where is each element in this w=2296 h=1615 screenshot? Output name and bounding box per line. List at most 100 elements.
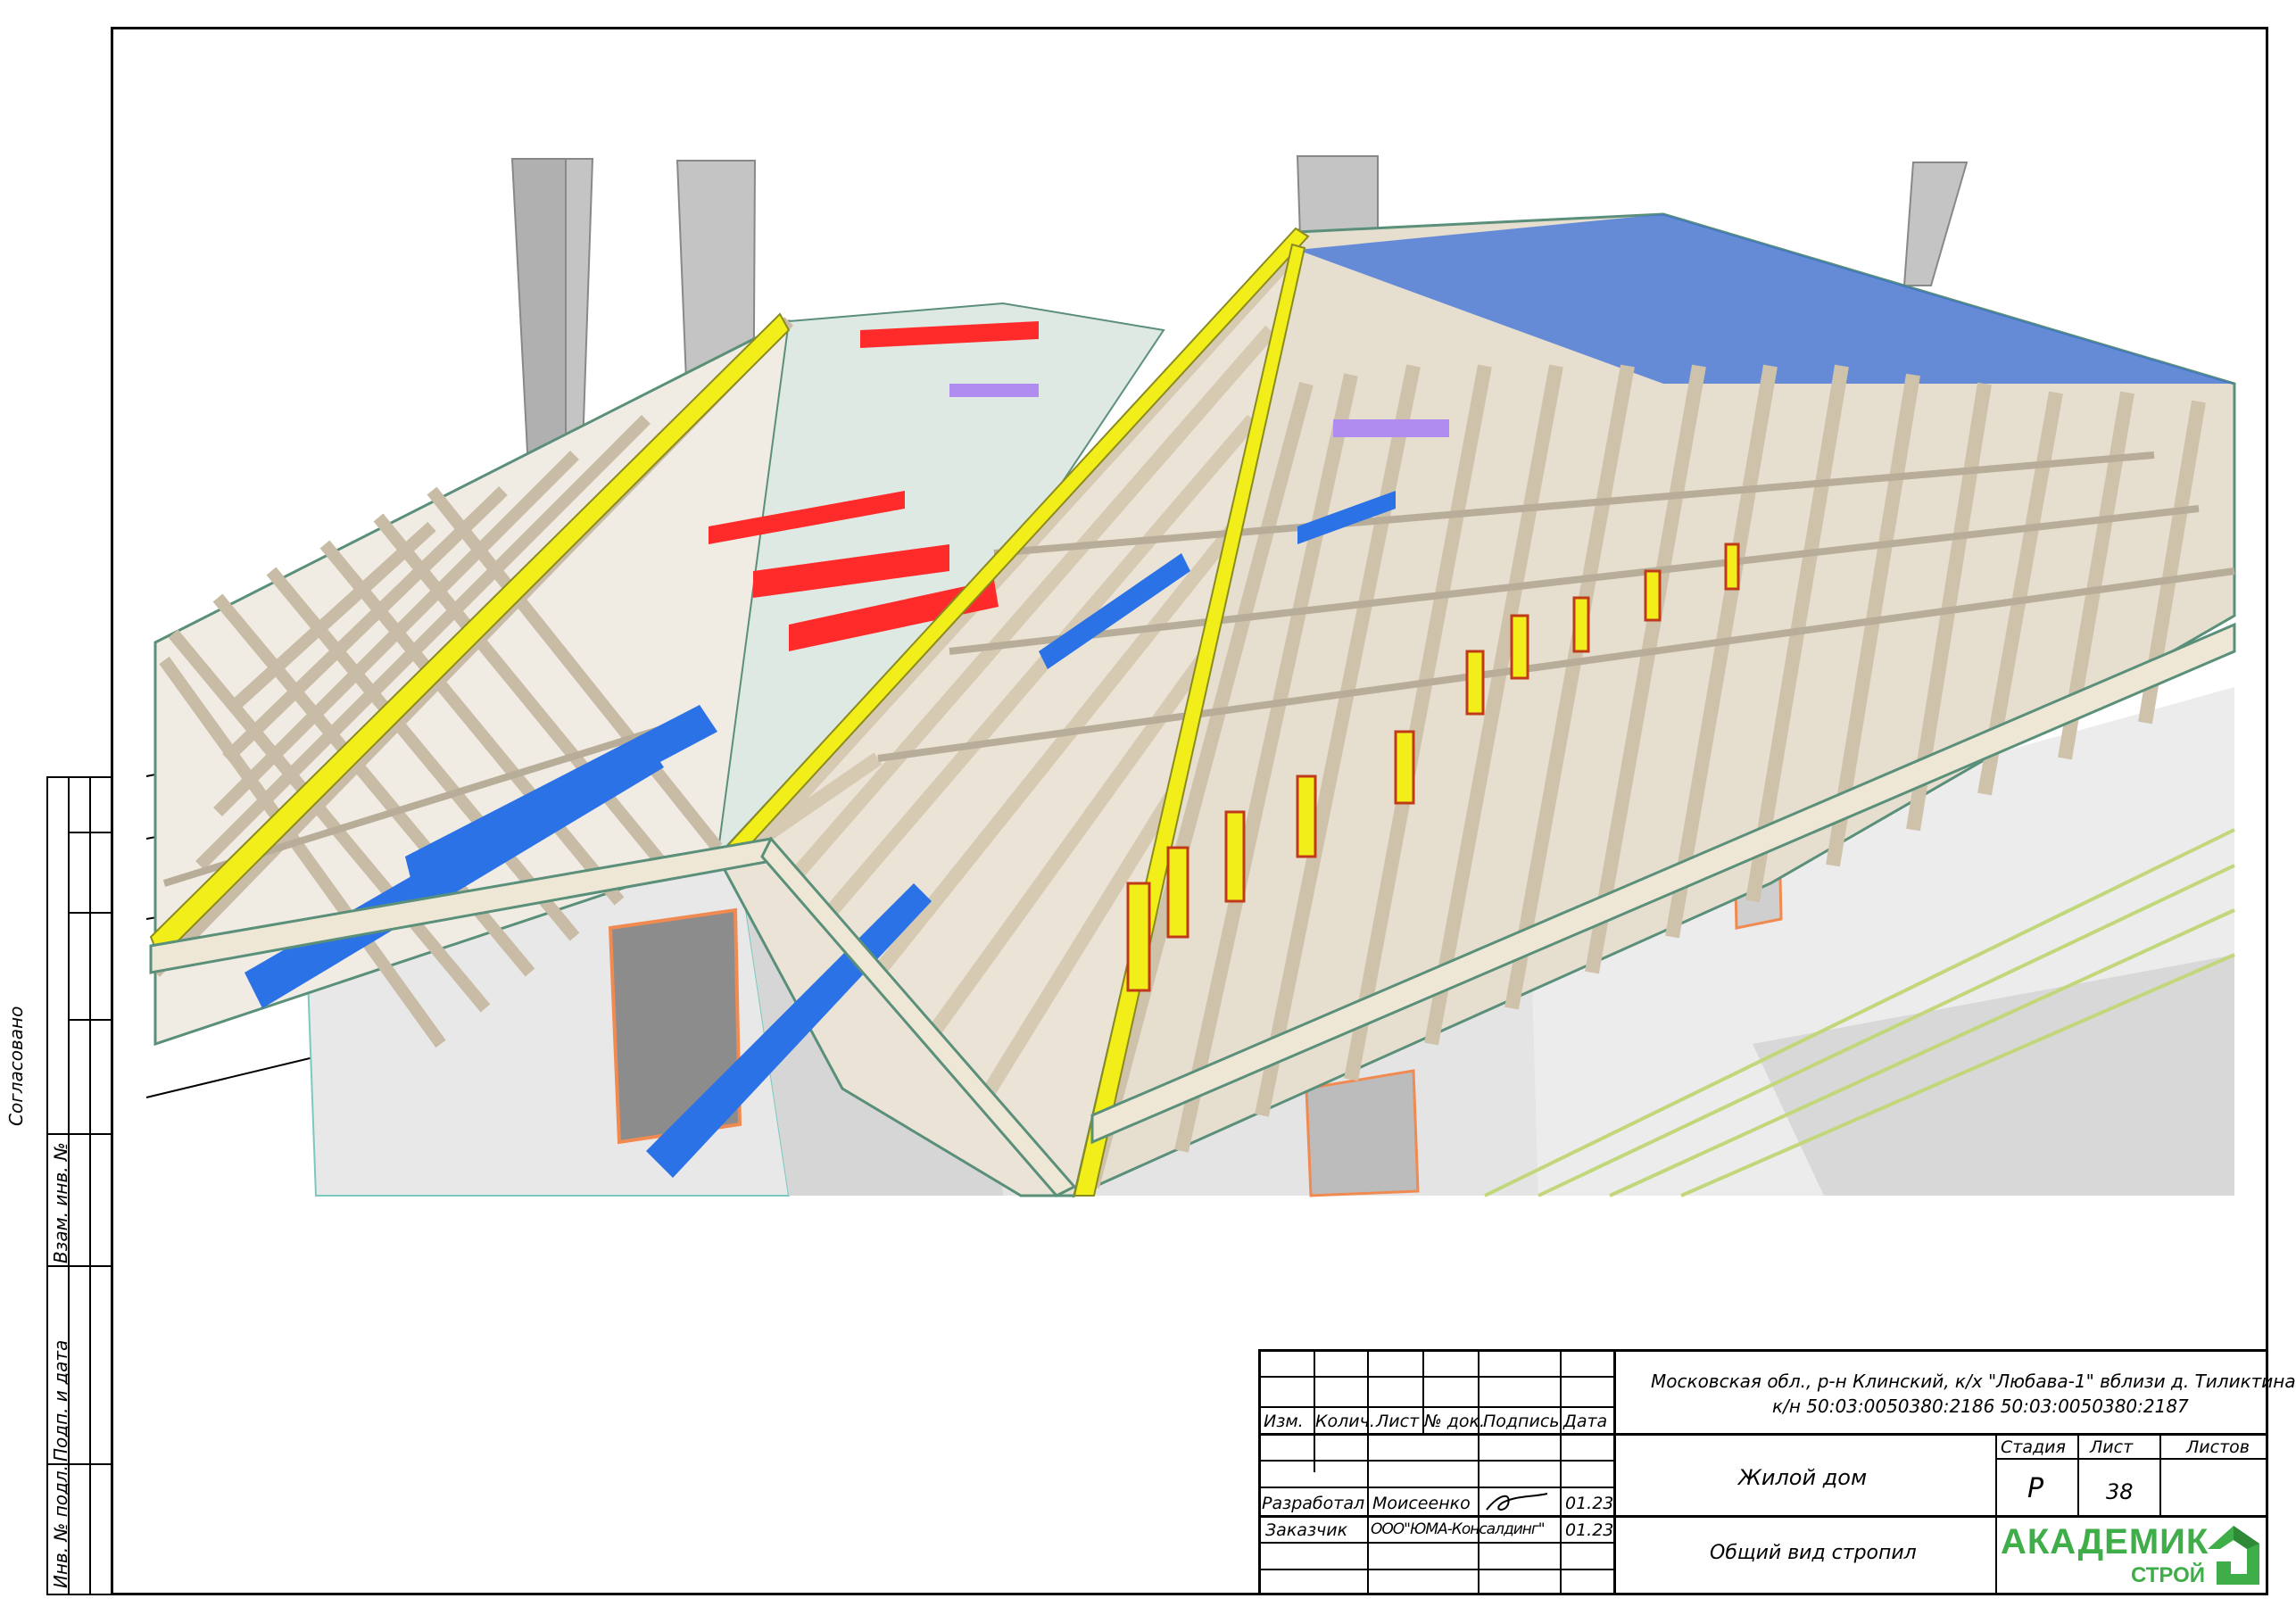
header-qty: Колич.	[1315, 1412, 1375, 1431]
red-beam	[709, 491, 905, 544]
blue-beam	[405, 705, 717, 892]
red-beam	[860, 321, 1039, 348]
rafter	[1344, 364, 1492, 1081]
chimney	[1902, 162, 1969, 286]
strip-line	[46, 1594, 111, 1595]
rafter	[1174, 373, 1358, 1153]
stage-label: Стадия	[2001, 1437, 2066, 1457]
post	[1126, 882, 1151, 992]
address-line-1: Московская обл., р-н Клинский, к/х "Люба…	[1651, 1371, 2296, 1392]
stamp-line	[1258, 1460, 1613, 1462]
rafter	[159, 656, 446, 1048]
purple-ridge	[1333, 419, 1449, 437]
rafter	[319, 540, 625, 906]
developed-name: Моисеенко	[1372, 1494, 1471, 1513]
ground-line	[1484, 828, 2235, 1197]
object-name: Жилой дом	[1738, 1465, 1868, 1490]
rafter	[872, 522, 1241, 977]
developer-signature	[1486, 1493, 1548, 1511]
stamp-line	[1995, 1458, 2268, 1460]
company-logo: АКАДЕМИК СТРОЙ	[1997, 1519, 2267, 1595]
roof-blue-battens	[1297, 214, 2234, 384]
strip-line	[68, 776, 70, 1595]
fascia	[760, 836, 1077, 1197]
rafter	[1085, 381, 1314, 1189]
inv-orig-label: Инв. № подл.	[50, 1465, 71, 1588]
logo-sub-text: СТРОЙ	[2131, 1563, 2206, 1587]
ground-line	[1609, 908, 2235, 1197]
batten	[949, 505, 2200, 655]
side-approval-strip	[46, 776, 111, 1595]
rafter	[222, 485, 508, 764]
blue-beam	[1297, 491, 1396, 544]
strip-line	[68, 912, 111, 914]
rafter	[818, 414, 1259, 924]
rafter	[783, 325, 1277, 889]
customer-date: 01.23	[1565, 1520, 1614, 1540]
post	[1724, 542, 1740, 591]
stamp-line	[1314, 1349, 1315, 1472]
stamp-line	[2077, 1435, 2079, 1515]
post	[1296, 774, 1317, 858]
header-change: Изм.	[1264, 1412, 1304, 1431]
post	[1465, 650, 1485, 716]
strip-line	[46, 1133, 111, 1135]
stamp-line	[1258, 1406, 1613, 1408]
batten	[877, 567, 2235, 762]
strip-line	[46, 1265, 111, 1267]
stamp-line	[1258, 1542, 1613, 1544]
rafter	[168, 629, 491, 1013]
customer-label: Заказчик	[1265, 1520, 1348, 1540]
rafter	[979, 790, 1179, 1102]
header-sheet: Лист	[1376, 1412, 1420, 1431]
rafter	[1585, 364, 1706, 974]
title-block	[1258, 1349, 2268, 1595]
post	[1166, 846, 1189, 939]
sign-date-label: Подп. и дата	[50, 1339, 71, 1462]
stamp-line	[1258, 1515, 2268, 1518]
rafter	[1665, 364, 1778, 939]
post	[1224, 810, 1246, 903]
customer-name: ООО"ЮМА-Консалдинг"	[1371, 1520, 1546, 1538]
rafter	[213, 451, 579, 816]
rafter	[231, 521, 436, 710]
logo-main-text: АКАДЕМИК	[2001, 1522, 2209, 1561]
stamp-line	[1560, 1349, 1562, 1595]
stamp-line	[1422, 1349, 1424, 1435]
agreed-label: Согласовано	[5, 1006, 27, 1126]
stamp-line	[1367, 1349, 1369, 1595]
header-date: Дата	[1563, 1412, 1608, 1431]
strip-line	[46, 776, 48, 1595]
stamp-line	[1258, 1487, 1613, 1488]
stamp-line	[1258, 1433, 2268, 1436]
strip-line	[46, 1463, 111, 1465]
post	[1394, 730, 1415, 805]
developed-label: Разработал	[1262, 1494, 1365, 1513]
post	[1572, 596, 1590, 653]
ground-line	[1538, 864, 2235, 1197]
roof-rafters-3d-view	[145, 155, 2236, 1198]
header-signature: Подпись	[1483, 1412, 1560, 1431]
strip-line	[68, 832, 111, 833]
rafter	[195, 415, 651, 870]
rafter	[1424, 364, 1563, 1046]
ground-line	[1680, 953, 2235, 1197]
drawing-name: Общий вид стропил	[1710, 1542, 1917, 1564]
rafter	[1255, 364, 1421, 1117]
blue-beam	[1039, 553, 1190, 669]
rafter	[1906, 382, 1992, 832]
wall	[1753, 955, 2234, 1196]
window	[1305, 1069, 1420, 1197]
address-line-2: к/н 50:03:0050380:2186 50:03:0050380:218…	[1772, 1396, 2189, 1417]
window	[608, 907, 742, 1145]
sheets-label: Листов	[2186, 1437, 2250, 1457]
red-beam	[753, 544, 949, 598]
sheet-label: Лист	[2090, 1437, 2134, 1457]
stamp-line	[1478, 1349, 1480, 1595]
sheet-value: 38	[2106, 1479, 2134, 1504]
ref-inv-label: Взам. инв. №	[50, 1142, 71, 1263]
strip-line	[68, 1019, 111, 1021]
rafter	[373, 513, 669, 870]
purple-ridge	[949, 384, 1039, 397]
post	[1510, 614, 1529, 680]
